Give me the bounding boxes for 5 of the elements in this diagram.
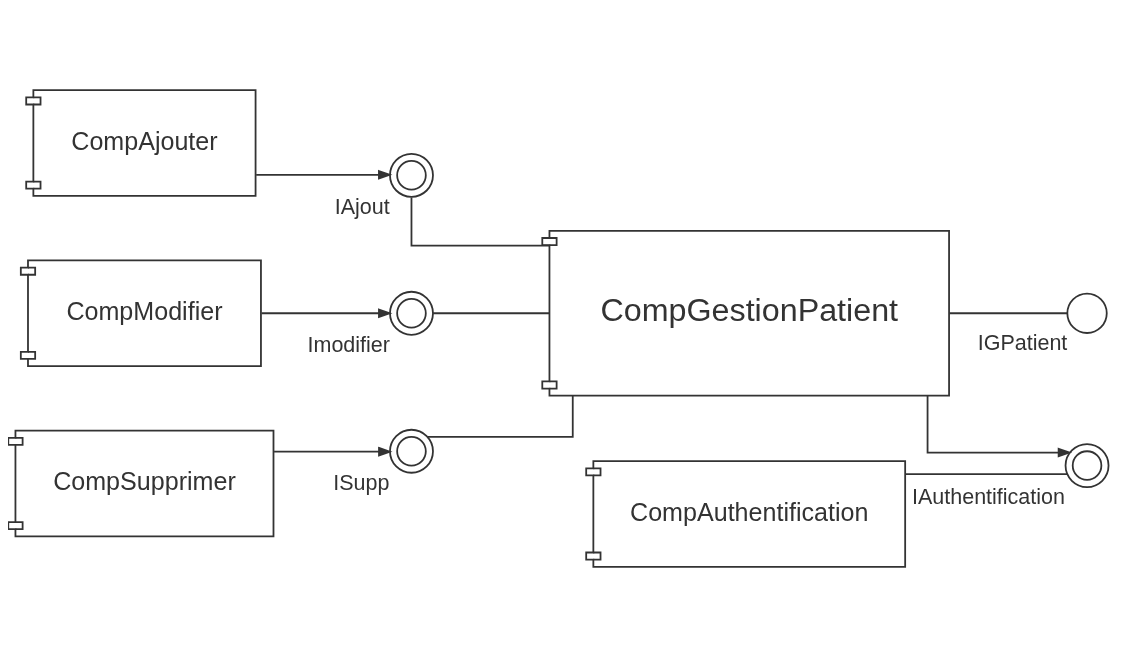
node-label: ISupp	[333, 470, 390, 495]
node-label: Imodifier	[307, 332, 390, 357]
node-label: IAuthentification	[911, 485, 1065, 510]
node-label: IAjout	[334, 194, 390, 219]
node-label: IGPatient	[977, 331, 1068, 356]
